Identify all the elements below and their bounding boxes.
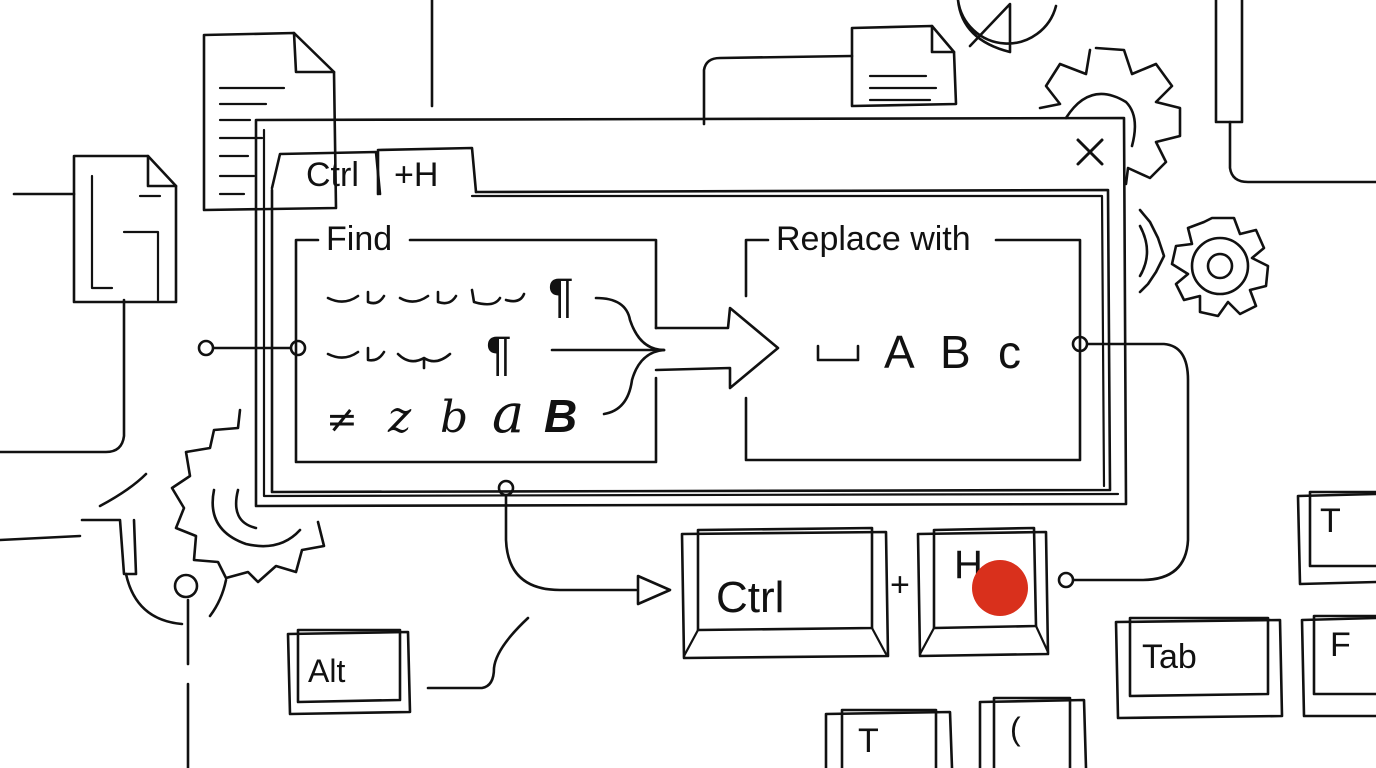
arrow-head (636, 574, 672, 606)
key-tab-label: Tab (1142, 638, 1197, 676)
key-partial-label: ( (1010, 711, 1021, 747)
find-label: Find (326, 220, 392, 258)
key-t-top[interactable]: T (1296, 490, 1376, 586)
document-icon (202, 31, 338, 212)
replace-label: Replace with (776, 220, 971, 258)
connector-node (1057, 571, 1075, 589)
tab-ctrl-label: Ctrl (306, 156, 359, 194)
arrow-right-icon (654, 306, 780, 390)
connector-node (173, 573, 199, 599)
replace-group: Replace with A B c (744, 220, 1082, 462)
close-icon[interactable] (1076, 138, 1104, 166)
key-tab[interactable]: Tab (1114, 616, 1284, 720)
pie-chart-icon (956, 0, 1058, 54)
key-f[interactable]: F (1300, 614, 1376, 718)
key-f-label: F (1330, 626, 1351, 664)
pilcrow-1: ¶ (548, 270, 574, 323)
key-alt-label: Alt (308, 653, 345, 689)
space-symbol (816, 344, 860, 362)
find-pattern-row-2: ¶ (326, 328, 512, 381)
key-alt[interactable]: Alt (286, 628, 412, 716)
connector-node (197, 339, 215, 357)
gear-icon (1170, 216, 1270, 318)
glyph-a: a (492, 382, 524, 445)
gear-icon (1038, 46, 1182, 186)
not-equal-symbol: ≠ (326, 397, 358, 441)
connector-node (289, 339, 307, 357)
tab-h-label: +H (394, 156, 438, 194)
find-group: Find ¶ ¶ ≠ z b a B (294, 220, 666, 464)
glyph-bold-b: B (544, 390, 577, 442)
key-ctrl[interactable]: Ctrl (680, 526, 890, 660)
replace-b: B (940, 326, 971, 378)
key-t-bottom-label: T (858, 722, 879, 760)
gear-icon (1138, 208, 1166, 294)
find-pattern-row-3: ≠ z b a B (326, 382, 577, 445)
glyph-z: z (387, 392, 412, 443)
pilcrow-2: ¶ (486, 328, 512, 381)
tab-h[interactable]: +H (376, 146, 478, 196)
key-t-bottom[interactable]: T (824, 708, 954, 768)
document-icon (72, 154, 178, 304)
key-partial[interactable]: ( (978, 696, 1088, 768)
document-icon (850, 24, 958, 108)
replace-c: c (998, 326, 1021, 378)
key-t-top-label: T (1320, 502, 1341, 540)
connector-node (497, 479, 515, 497)
key-h[interactable]: H (916, 526, 1050, 658)
highlight-dot (972, 560, 1028, 616)
find-replace-dialog: Ctrl +H Find ¶ ¶ ≠ z b a B (197, 116, 1190, 606)
plus-symbol: + (890, 566, 910, 604)
replace-a: A (884, 326, 915, 378)
glyph-b: b (440, 392, 468, 443)
find-pattern-row-1: ¶ (326, 270, 574, 323)
key-ctrl-label: Ctrl (716, 573, 784, 622)
tab-ctrl[interactable]: Ctrl (270, 150, 382, 196)
gear-icon (170, 408, 326, 584)
